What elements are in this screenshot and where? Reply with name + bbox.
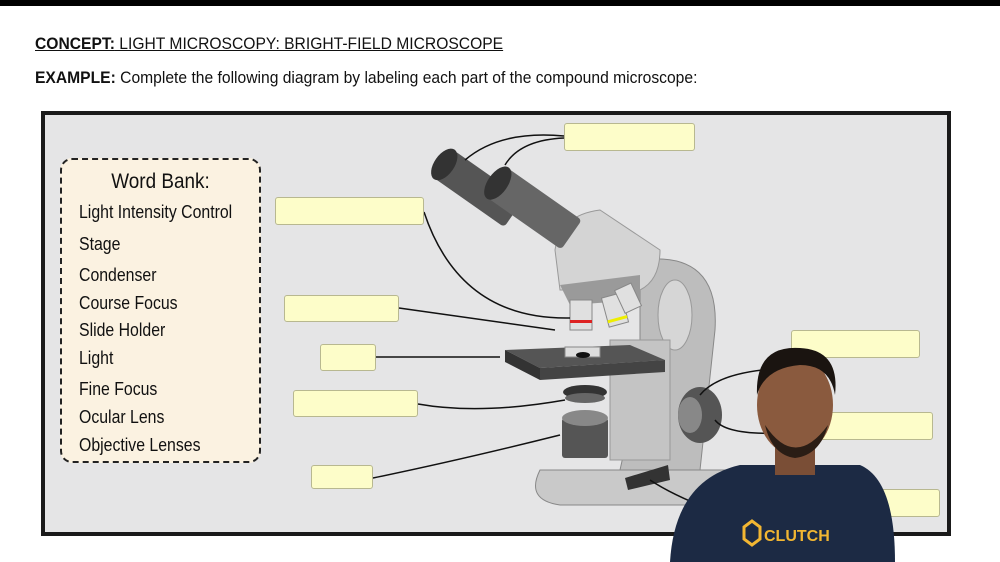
word-fine-focus: Fine Focus [79,379,158,399]
label-box-stage[interactable] [320,344,376,371]
shirt-logo-text: CLUTCH [764,528,830,545]
word-bank: Word Bank: Light Intensity Control Stage… [60,158,261,463]
word-stage: Stage [79,234,121,254]
example-instruction: EXAMPLE: Complete the following diagram … [35,68,698,87]
label-box-condenser[interactable] [293,390,418,417]
word-ocular-lens: Ocular Lens [79,407,165,427]
label-box-ocular[interactable] [564,123,695,151]
presenter-head [757,355,833,455]
microscope [431,148,742,506]
presenter-shirt [670,465,895,562]
word-bank-title: Word Bank: [111,170,210,193]
word-light: Light [79,348,114,368]
word-objective-lenses: Objective Lenses [79,435,201,455]
label-box-fine-focus[interactable] [820,412,933,440]
word-course-focus: Course Focus [79,293,178,313]
label-box-slide-holder[interactable] [284,295,399,322]
concept-heading: CONCEPT: LIGHT MICROSCOPY: BRIGHT-FIELD … [35,34,504,53]
word-slide-holder: Slide Holder [79,320,166,340]
clutch-logo-icon [742,519,762,547]
word-light-intensity-control: Light Intensity Control [79,202,233,222]
word-condenser: Condenser [79,265,157,285]
label-box-objectives[interactable] [275,197,424,225]
label-box-light[interactable] [311,465,373,489]
video-top-bar [0,0,1000,6]
